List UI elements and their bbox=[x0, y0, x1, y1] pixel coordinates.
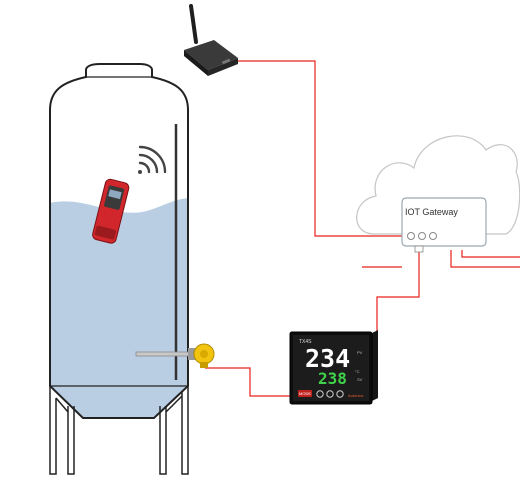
controller-model: TX4S bbox=[299, 339, 312, 345]
cloud-stub-right-1 bbox=[450, 264, 520, 268]
mode-button[interactable] bbox=[298, 390, 312, 397]
wiring bbox=[205, 60, 520, 397]
probe-to-controller-wire bbox=[205, 367, 300, 397]
unit-tag: °C bbox=[355, 369, 360, 374]
wifi-signal-icon bbox=[138, 145, 167, 174]
tank-outline bbox=[49, 63, 189, 419]
router-to-gateway-wire bbox=[236, 60, 402, 237]
mode-key-label: MODE bbox=[299, 391, 311, 396]
tank-liquid bbox=[50, 197, 188, 418]
antenna-icon bbox=[189, 4, 198, 44]
brand-label: Autonics bbox=[348, 393, 363, 398]
gateway-label: IOT Gateway bbox=[405, 207, 458, 217]
pv-tag: PV bbox=[357, 350, 363, 355]
down-button[interactable] bbox=[326, 390, 334, 398]
left-button[interactable] bbox=[316, 390, 324, 398]
gateway-to-controller-wire bbox=[376, 252, 420, 332]
gateway-led-3 bbox=[429, 232, 437, 240]
up-button[interactable] bbox=[336, 390, 344, 398]
iot-gateway: IOT Gateway bbox=[401, 197, 487, 253]
nav-buttons bbox=[316, 390, 344, 398]
temperature-controller: TX4S 234 PV 238 SV °C MODE Autonics bbox=[289, 330, 378, 405]
set-value-display: 238 bbox=[318, 369, 347, 388]
wireless-router bbox=[184, 4, 238, 76]
gateway-led-1 bbox=[407, 232, 415, 240]
gateway-led-2 bbox=[418, 232, 426, 240]
sv-tag: SV bbox=[357, 377, 363, 382]
temperature-probe bbox=[135, 343, 215, 368]
cloud-stub-right-2 bbox=[461, 250, 520, 258]
wireless-level-sensor bbox=[92, 178, 130, 244]
process-value-display: 234 bbox=[305, 344, 350, 373]
storage-tank bbox=[49, 63, 189, 475]
